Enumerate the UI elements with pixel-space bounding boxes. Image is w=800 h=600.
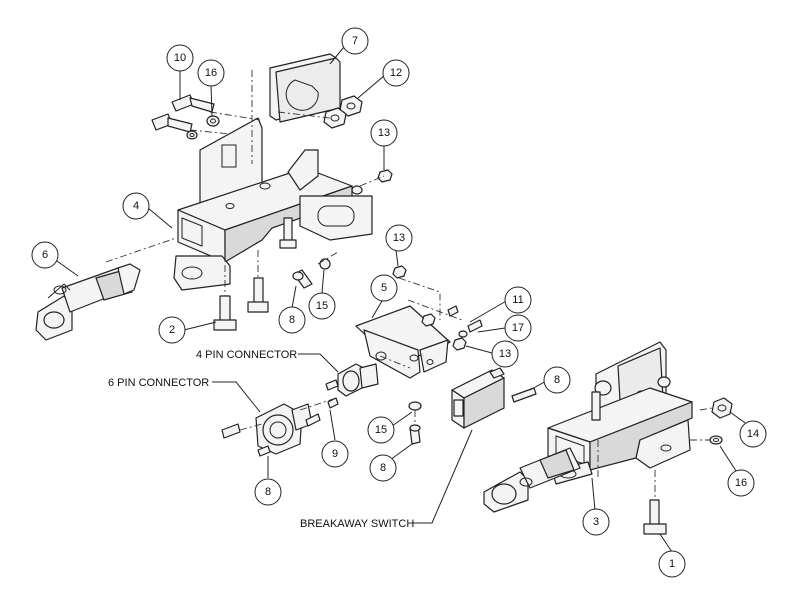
svg-text:13: 13 [393, 232, 405, 244]
shank-part-6 [35, 263, 141, 341]
mounting-bracket-part-5 [355, 305, 451, 379]
balloon-13-middle: 13 [385, 224, 413, 252]
svg-text:1: 1 [669, 558, 675, 570]
balloon-7: 7 [341, 27, 369, 55]
balloon-13-top: 13 [370, 119, 398, 147]
nut-part-13-bracket [392, 265, 467, 351]
screw-part-11 [447, 305, 483, 338]
balloon-10: 10 [166, 44, 194, 72]
balloon-14: 14 [739, 420, 767, 448]
svg-text:2: 2 [169, 324, 175, 336]
leader-lines [49, 41, 749, 553]
balloon-16-right: 16 [727, 469, 755, 497]
bolt-part-1 [643, 499, 667, 535]
svg-text:12: 12 [390, 67, 402, 79]
balloon-11: 11 [504, 286, 532, 314]
balloon-15-left: 15 [308, 292, 336, 320]
balloon-5: 5 [370, 274, 398, 302]
svg-text:13: 13 [378, 127, 390, 139]
bolt-part-8-switch [511, 387, 537, 403]
balloon-15-middle: 15 [367, 416, 395, 444]
right-hitch-assembly [547, 341, 693, 485]
svg-text:9: 9 [332, 448, 338, 460]
balloon-2: 2 [158, 316, 186, 344]
balloon-8-left: 8 [278, 306, 306, 334]
svg-text:8: 8 [265, 486, 271, 498]
svg-text:8: 8 [554, 374, 560, 386]
svg-text:8: 8 [380, 462, 386, 474]
svg-text:6: 6 [42, 249, 48, 261]
washer-part-16 [186, 115, 220, 140]
balloon-8-bottom-left: 8 [254, 478, 282, 506]
balloon-17: 17 [504, 314, 532, 342]
balloon-3: 3 [582, 508, 610, 536]
svg-text:8: 8 [289, 314, 295, 326]
bolt-part-2 [213, 277, 269, 331]
six-pin-connector-label: 6 PIN CONNECTOR [108, 377, 209, 389]
svg-text:16: 16 [735, 477, 747, 489]
breakaway-switch-label: BREAKAWAY SWITCH [300, 518, 414, 530]
svg-text:5: 5 [381, 282, 387, 294]
centerlines [105, 70, 713, 500]
nut-part-13-top [351, 169, 393, 195]
plate-part-7 [269, 53, 341, 123]
nut-part-14 [709, 397, 733, 445]
balloon-8-middle: 8 [369, 454, 397, 482]
balloon-13-right: 13 [491, 340, 519, 368]
balloon-4: 4 [122, 192, 150, 220]
svg-text:7: 7 [352, 35, 358, 47]
six-pin-connector [221, 403, 313, 457]
balloon-1: 1 [658, 550, 686, 578]
svg-text:15: 15 [375, 424, 387, 436]
hitch-bracket-assembly [173, 117, 373, 291]
svg-text:16: 16 [205, 67, 217, 79]
svg-text:14: 14 [747, 428, 759, 440]
breakaway-switch [451, 367, 505, 429]
balloon-16-top: 16 [197, 59, 225, 87]
four-pin-connector [325, 363, 379, 397]
svg-text:17: 17 [512, 322, 524, 334]
screw-part-9 [305, 397, 339, 427]
balloon-12: 12 [382, 59, 410, 87]
right-shank [483, 447, 581, 513]
svg-text:11: 11 [512, 294, 523, 306]
svg-text:4: 4 [133, 200, 139, 212]
svg-text:3: 3 [593, 516, 599, 528]
balloon-6: 6 [31, 241, 59, 269]
bolt-part-8-left [292, 258, 331, 289]
four-pin-connector-label: 4 PIN CONNECTOR [196, 349, 297, 361]
nut-part-12 [323, 95, 363, 129]
bolt-part-10 [151, 94, 215, 133]
svg-text:15: 15 [316, 300, 328, 312]
svg-text:10: 10 [174, 52, 186, 64]
balloon-9: 9 [321, 440, 349, 468]
balloon-8-right: 8 [543, 366, 571, 394]
svg-text:13: 13 [499, 348, 511, 360]
washer-part-15 [408, 401, 422, 445]
